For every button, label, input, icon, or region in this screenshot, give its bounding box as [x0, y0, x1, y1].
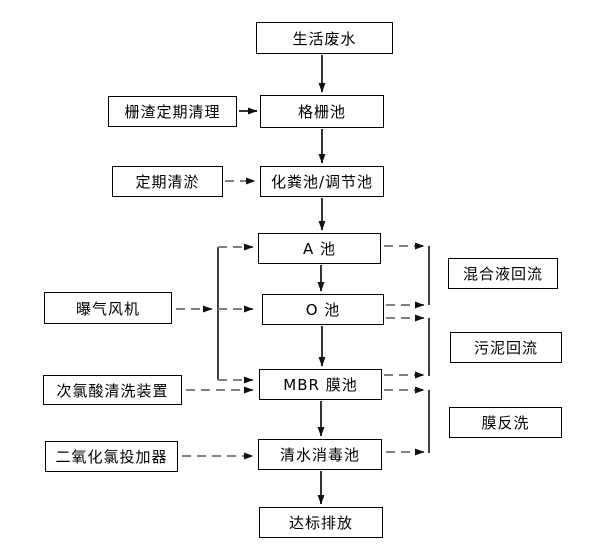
node-hypochlorous-cleaning-device: 次氯酸清洗装置: [43, 375, 182, 405]
node-domestic-wastewater: 生活废水: [256, 22, 393, 54]
node-septic-regulating-tank: 化粪池/调节池: [260, 166, 384, 197]
node-chlorine-dioxide-doser: 二氧化氯投加器: [45, 441, 178, 472]
node-bar-screen-tank: 格栅池: [260, 95, 384, 128]
node-periodic-dredging: 定期清淤: [112, 166, 223, 197]
node-membrane-backwash: 膜反洗: [449, 407, 562, 438]
dashed-connectors: [176, 177, 425, 460]
node-mixed-liquor-return: 混合液回流: [448, 258, 558, 289]
node-sludge-return: 污泥回流: [450, 332, 562, 363]
node-clean-water-disinfection-tank: 清水消毒池: [258, 439, 382, 470]
node-oxic-tank-o: O 池: [262, 294, 384, 325]
node-mbr-membrane-tank: MBR 膜池: [259, 369, 382, 400]
node-screen-residue-cleaning: 栅渣定期清理: [108, 96, 237, 127]
main-flow-arrows: [239, 55, 326, 505]
node-standard-discharge: 达标排放: [259, 507, 383, 538]
node-aeration-blower: 曝气风机: [44, 292, 172, 324]
node-anoxic-tank-a: A 池: [258, 233, 381, 264]
